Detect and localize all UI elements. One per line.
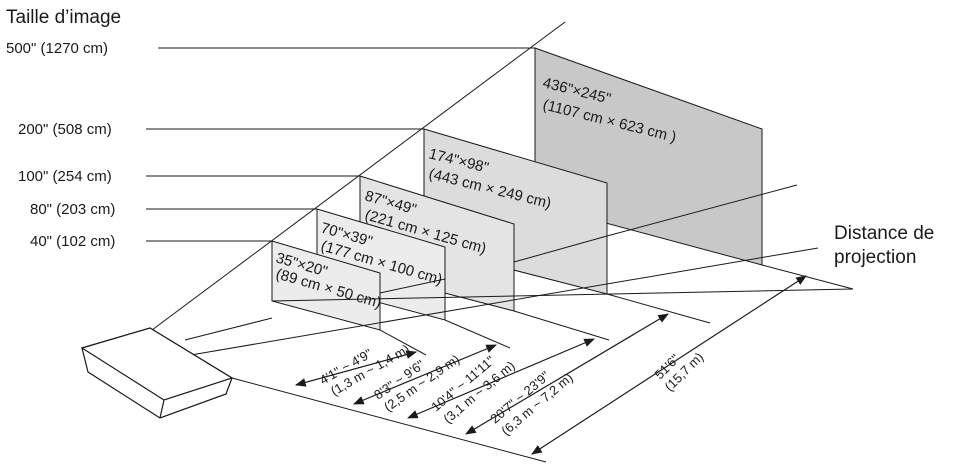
distance-tick-4 <box>606 293 711 324</box>
projector-icon <box>80 327 234 419</box>
distance-title-line2: projection <box>834 247 917 268</box>
distance-tick-3 <box>513 310 610 341</box>
center-axis-2 <box>379 278 446 294</box>
screens <box>271 47 763 331</box>
distance-tick-2 <box>444 319 511 349</box>
size-label-500: 500" (1270 cm) <box>6 40 108 57</box>
distance-title-line1: Distance de <box>834 223 935 244</box>
size-label-100: 100" (254 cm) <box>18 168 112 185</box>
distance-arrow-5 <box>531 275 807 455</box>
distance-arrows <box>294 275 807 455</box>
distance-baseline <box>231 377 547 463</box>
distance-tick-5 <box>761 264 854 290</box>
size-leader-lines <box>146 47 535 242</box>
size-label-40: 40" (102 cm) <box>30 233 115 250</box>
center-axis-1 <box>184 317 273 341</box>
size-label-200: 200" (508 cm) <box>18 121 112 138</box>
center-axis-3 <box>513 235 608 263</box>
cone-lower-edge <box>184 247 819 357</box>
size-label-80: 80" (203 cm) <box>30 201 115 218</box>
cone-top-edge <box>147 21 566 334</box>
image-size-title: Taille d’image <box>6 7 122 28</box>
center-axis-4 <box>606 184 798 237</box>
